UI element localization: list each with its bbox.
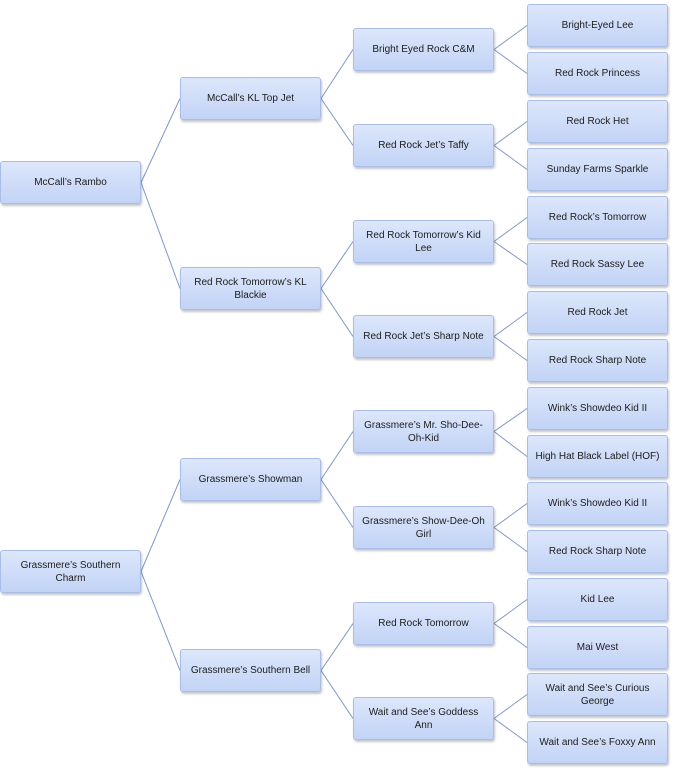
connector-line-9 [320, 431, 354, 480]
pedigree-node-parent-4: Grassmere’s Southern Bell [180, 649, 321, 692]
connector-line-19 [493, 312, 528, 337]
pedigree-node-great-grandparent-8: Red Rock Sharp Note [527, 339, 668, 382]
pedigree-node-grandparent-2: Red Rock Jet’s Taffy [353, 124, 494, 167]
pedigree-node-subject-2: Grassmere’s Southern Charm [0, 550, 141, 593]
connector-line-3 [140, 479, 181, 572]
pedigree-node-grandparent-5: Grassmere’s Mr. Sho-Dee-Oh-Kid [353, 410, 494, 453]
connector-line-11 [320, 623, 354, 671]
connector-line-5 [320, 49, 354, 99]
connector-line-8 [320, 288, 354, 337]
pedigree-node-great-grandparent-9: Wink’s Showdeo Kid II [527, 387, 668, 430]
connector-line-16 [493, 145, 528, 170]
connector-line-7 [320, 241, 354, 289]
pedigree-node-grandparent-3: Red Rock Tomorrow’s Kid Lee [353, 220, 494, 263]
connector-line-20 [493, 336, 528, 361]
connector-line-14 [493, 49, 528, 74]
connector-line-15 [493, 121, 528, 146]
pedigree-node-great-grandparent-11: Wink’s Showdeo Kid II [527, 482, 668, 525]
pedigree-node-grandparent-8: Wait and See’s Goddess Ann [353, 697, 494, 740]
pedigree-node-great-grandparent-4: Sunday Farms Sparkle [527, 148, 668, 191]
pedigree-node-great-grandparent-14: Mai West [527, 626, 668, 669]
pedigree-node-parent-1: McCall’s KL Top Jet [180, 77, 321, 120]
connector-line-23 [493, 503, 528, 528]
connector-line-24 [493, 527, 528, 552]
connector-line-6 [320, 98, 354, 146]
connector-line-28 [493, 718, 528, 743]
pedigree-node-subject-1: McCall’s Rambo [0, 161, 141, 204]
connector-line-25 [493, 599, 528, 624]
pedigree-node-great-grandparent-1: Bright-Eyed Lee [527, 4, 668, 47]
connector-line-1 [140, 98, 181, 183]
pedigree-node-great-grandparent-12: Red Rock Sharp Note [527, 530, 668, 573]
pedigree-node-grandparent-7: Red Rock Tomorrow [353, 602, 494, 645]
connector-line-26 [493, 623, 528, 648]
pedigree-node-great-grandparent-2: Red Rock Princess [527, 52, 668, 95]
pedigree-node-great-grandparent-10: High Hat Black Label (HOF) [527, 435, 668, 478]
connector-line-21 [493, 408, 528, 432]
pedigree-node-parent-3: Grassmere’s Showman [180, 458, 321, 501]
connector-line-22 [493, 431, 528, 457]
pedigree-node-grandparent-6: Grassmere’s Show-Dee-Oh Girl [353, 506, 494, 549]
pedigree-node-grandparent-4: Red Rock Jet’s Sharp Note [353, 315, 494, 358]
connector-line-12 [320, 670, 354, 719]
pedigree-node-grandparent-1: Bright Eyed Rock C&M [353, 28, 494, 71]
connector-line-4 [140, 571, 181, 671]
connector-line-27 [493, 694, 528, 719]
pedigree-node-parent-2: Red Rock Tomorrow’s KL Blackie [180, 267, 321, 310]
connector-line-17 [493, 217, 528, 242]
pedigree-node-great-grandparent-7: Red Rock Jet [527, 291, 668, 334]
pedigree-node-great-grandparent-16: Wait and See’s Foxxy Ann [527, 721, 668, 764]
pedigree-node-great-grandparent-3: Red Rock Het [527, 100, 668, 143]
connector-line-2 [140, 182, 181, 289]
pedigree-node-great-grandparent-15: Wait and See’s Curious George [527, 673, 668, 716]
connector-line-13 [493, 25, 528, 50]
pedigree-node-great-grandparent-6: Red Rock Sassy Lee [527, 243, 668, 286]
pedigree-node-great-grandparent-5: Red Rock’s Tomorrow [527, 196, 668, 239]
connector-line-18 [493, 241, 528, 265]
pedigree-node-great-grandparent-13: Kid Lee [527, 578, 668, 621]
connector-line-10 [320, 479, 354, 528]
